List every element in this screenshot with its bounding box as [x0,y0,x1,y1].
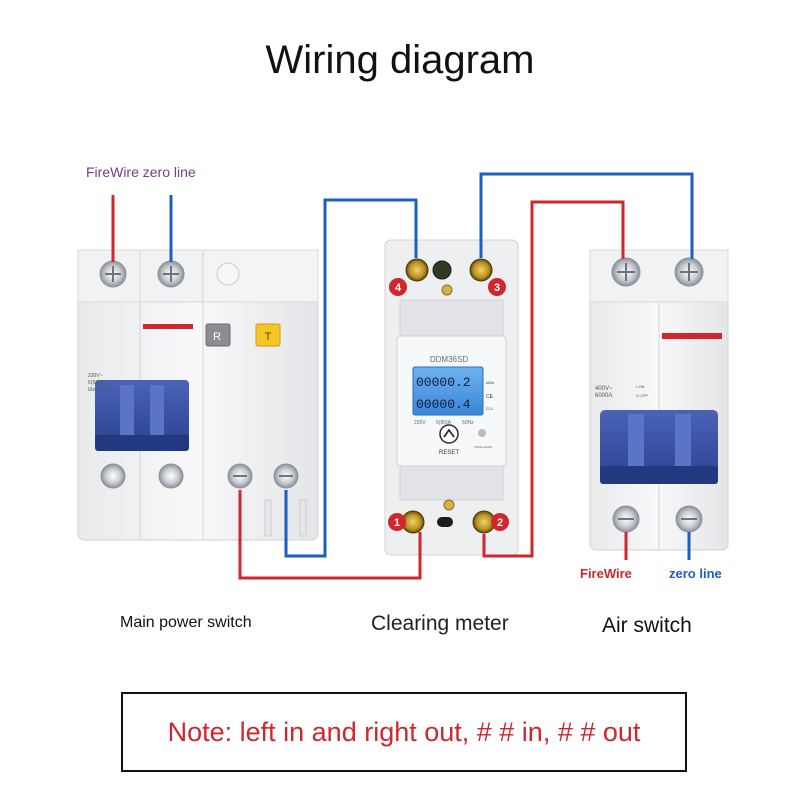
main-switch-caption: Main power switch [120,614,252,631]
main-test-button-r [205,323,231,347]
meter-reset-button [439,424,459,444]
wire-fire-meter-to-air [482,200,625,558]
main-spec-2: IΔn 30mA [88,387,111,393]
main-power-switch [77,249,319,541]
air-state-off: O-OFF [636,393,649,398]
wire-zero-meter-to-air [479,172,694,259]
page-title: Wiring diagram [265,38,535,82]
meter-badge-2-label: 2 [497,517,503,529]
wires [111,172,694,580]
meter-rating-frequency: 50Hz [462,420,474,426]
wire-fire-main-to-meter [238,490,422,580]
note-box: Note: left in and right out, # # in, # #… [121,692,687,772]
meter-badge-4-label: 4 [395,282,402,294]
air-indicator-strip [662,333,722,339]
meter-badge-1 [388,513,406,531]
meter-pulse-label: 1600imp/kWh [474,445,493,449]
main-spec-1: 6(50)A [88,380,104,386]
output-fire-label: FireWire [580,566,632,581]
main-switch-handle [95,380,189,448]
meter-model: DDM36SD [430,355,468,364]
air-spec-capacity: 6000A [595,393,612,399]
meter-lcd-screen [412,366,484,416]
meter-reset-label: RESET [439,450,459,456]
meter-caption: Clearing meter [371,612,509,635]
meter-rating-current: 5(80)A [436,420,452,426]
meter-badge-4 [389,278,407,296]
meter-unit-ce: CE [486,394,494,400]
air-switch [589,249,729,551]
meter-terminal-3 [469,258,493,282]
meter-badge-3-label: 3 [494,282,500,294]
note-text: Note: left in and right out, # # in, # #… [167,716,641,747]
main-test-button-r-label: R [213,331,221,343]
clearing-meter [384,239,519,556]
meter-badge-2 [491,513,509,531]
meter-terminal-4 [405,258,429,282]
main-spec-0: 230V~ [88,373,103,379]
air-switch-caption: Air switch [602,614,692,637]
meter-unit-kwh: kWh [486,380,494,385]
main-test-button-t [255,323,281,347]
output-zero-label: zero line [669,566,722,581]
main-indicator-strip [143,324,193,329]
meter-reading-1: 00000.2 [416,375,471,390]
meter-badge-1-label: 1 [394,517,400,529]
air-spec-voltage: 400V~ [595,386,613,392]
meter-unit-class: Cl.1 [486,406,494,411]
wire-zero-main-to-meter [284,198,418,558]
meter-badge-3 [488,278,506,296]
air-state-on: I-ON [636,384,645,389]
meter-rating-voltage: 220V [414,420,426,426]
main-test-button-t-label: T [265,331,272,343]
input-line-label: FireWire zero line [86,164,196,180]
meter-reading-2: 00000.4 [416,397,471,412]
